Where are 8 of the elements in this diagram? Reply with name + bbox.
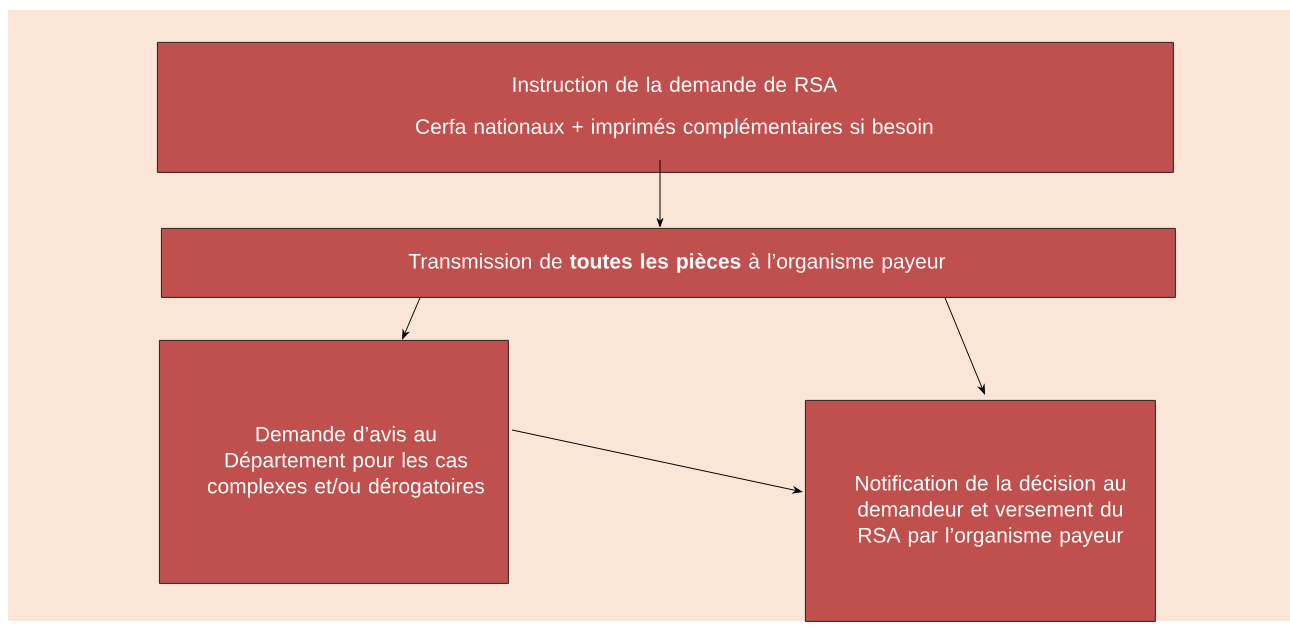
arrow [944, 297, 985, 395]
process-box: Notification de la décision au demandeur et versement du RSA par l’organisme payeur [805, 400, 1156, 622]
process-box: Instruction de la demande de RSA Cerfa nationaux + imprimés complémentaires si besoin [157, 42, 1174, 173]
process-box: Demande d’avis au Département pour les cas complexes et/ou dérogatoires [159, 340, 509, 584]
arrow [511, 429, 803, 494]
arrow [656, 159, 664, 228]
process-box: Transmission de toutes les pièces à l’organisme payeur [161, 228, 1176, 298]
arrow [402, 297, 421, 340]
